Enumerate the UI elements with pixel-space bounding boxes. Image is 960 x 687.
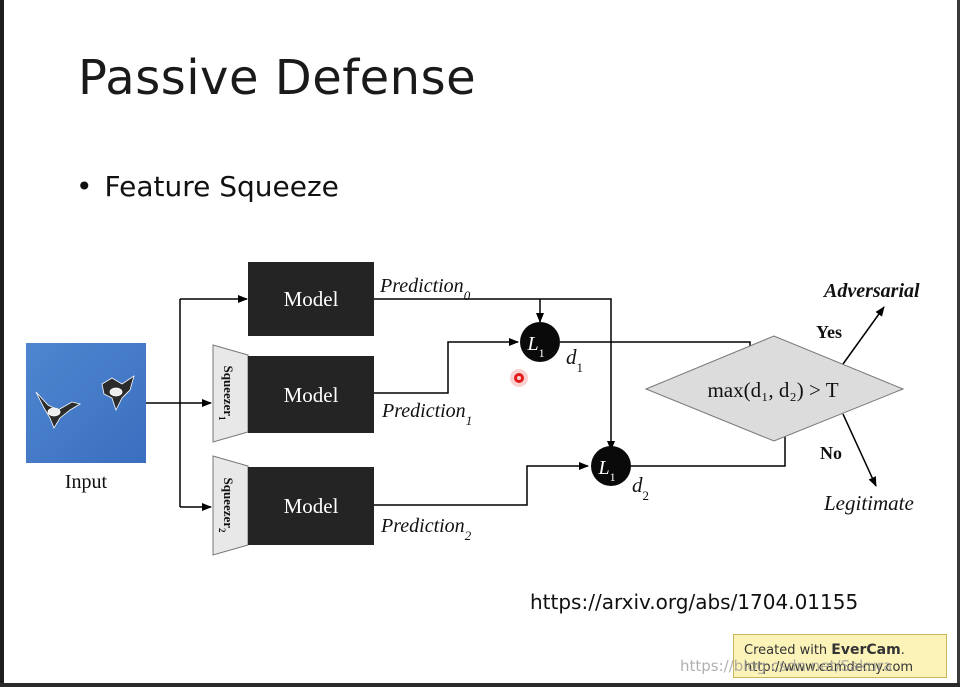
distance-1-label: d1: [566, 345, 583, 375]
evercam-prefix: Created with: [744, 643, 832, 658]
legitimate-label: Legitimate: [823, 491, 914, 515]
bullet-dot-icon: •: [76, 170, 93, 203]
model-box-0: Model: [248, 262, 374, 336]
prediction-connectors: [374, 298, 885, 506]
input-connectors: [146, 295, 248, 511]
bird-right-icon: [101, 375, 135, 412]
adversarial-label: Adversarial: [822, 280, 920, 302]
decision-text: max(d₁, d₂) > T: [707, 378, 838, 402]
svg-text:Squeezer1: Squeezer1: [217, 365, 236, 421]
distance-2-label: d2: [632, 473, 649, 503]
model-box-1: Model: [248, 356, 374, 433]
evercam-badge: Created with EverCam. http://www.camdemy…: [733, 634, 947, 678]
evercam-suffix: .: [900, 643, 905, 658]
window-frame-left: [0, 0, 4, 687]
l1-node-2-label: L: [597, 457, 609, 479]
bullet-item: • Feature Squeeze: [76, 170, 339, 203]
bird-left-icon: [35, 391, 82, 429]
no-label: No: [820, 443, 842, 463]
squeezer-2: Squeezer2: [212, 455, 249, 556]
input-label: Input: [65, 471, 108, 493]
prediction-1-label: Prediction1: [381, 400, 472, 428]
slide-title: Passive Defense: [78, 50, 477, 106]
svg-text:L1: L1: [526, 333, 544, 360]
evercam-url: http://www.camdemy.com: [744, 660, 914, 675]
window-frame-right: [957, 0, 960, 687]
squeezer-2-subscript: 2: [217, 528, 227, 533]
svg-text:L1: L1: [597, 457, 615, 484]
squeezer-1-subscript: 1: [217, 416, 227, 421]
l1-node-1: L1: [520, 322, 560, 362]
evercam-brand: EverCam: [831, 642, 901, 658]
paper-url[interactable]: https://arxiv.org/abs/1704.01155: [530, 590, 859, 614]
l1-node-2: L1: [591, 446, 631, 486]
yes-label: Yes: [816, 322, 842, 342]
svg-text:Squeezer2: Squeezer2: [217, 477, 236, 533]
window-frame-bottom: [0, 683, 960, 687]
prediction-2-label: Prediction2: [380, 515, 472, 543]
bullet-text: Feature Squeeze: [104, 170, 339, 203]
blog-watermark: https://blog.csdn.net/Sakura: [680, 657, 893, 675]
prediction-0-label: Prediction0: [379, 275, 471, 303]
l1-node-1-label: L: [526, 333, 538, 355]
model-box-2: Model: [248, 467, 374, 545]
squeezer-2-label: Squeezer: [221, 477, 236, 528]
laser-pointer-icon: [510, 369, 528, 387]
squeezer-1-label: Squeezer: [221, 365, 236, 416]
model-0-label: Model: [284, 287, 339, 311]
decision-diamond: max(d₁, d₂) > T: [644, 335, 905, 442]
squeezer-1: Squeezer1: [212, 344, 249, 443]
model-2-label: Model: [284, 494, 339, 518]
input-image: [26, 343, 146, 463]
model-1-label: Model: [284, 383, 339, 407]
